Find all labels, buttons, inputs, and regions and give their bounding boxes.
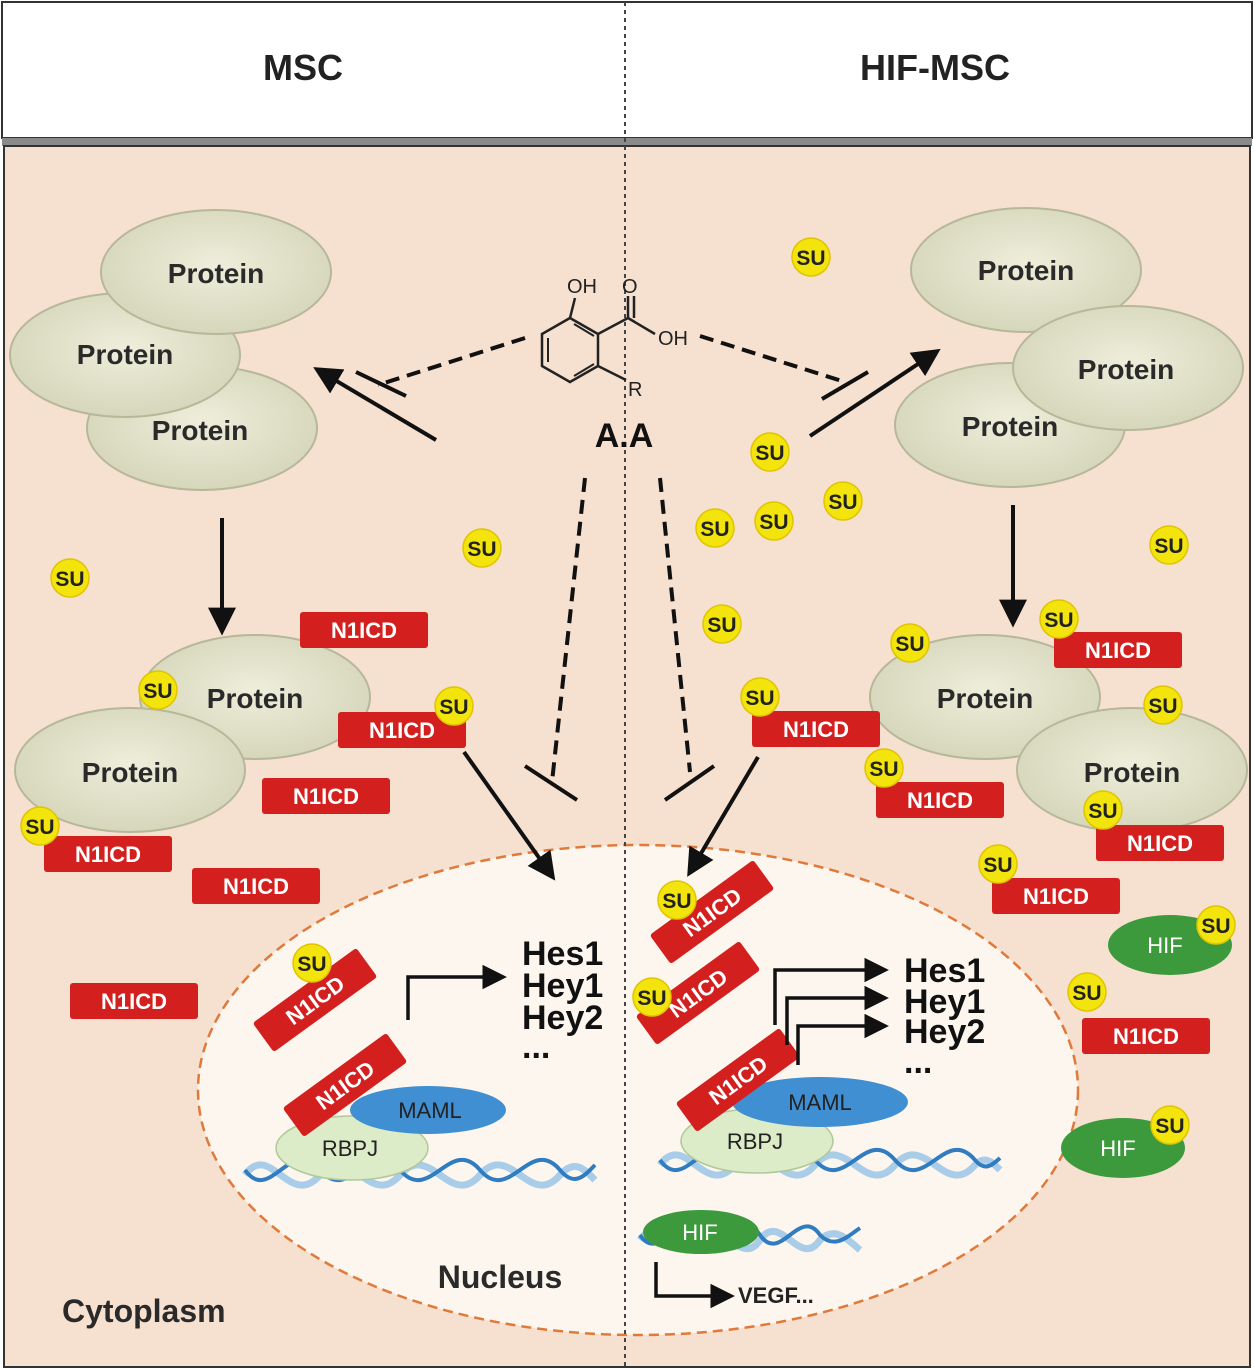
n1icd-label: N1ICD: [101, 989, 167, 1014]
su-label: SU: [637, 987, 666, 1010]
inhibition-bars: [355, 370, 870, 802]
n1icd-group: N1ICD N1ICD N1ICD N1ICD N1ICD N1ICD N1IC…: [44, 612, 1224, 1054]
su-label: SU: [143, 680, 172, 703]
left-protein-cluster-bottom: Protein Protein: [14, 634, 371, 833]
n1icd-label: N1ICD: [907, 788, 973, 813]
su-label: SU: [55, 568, 84, 591]
left-nucleus-contents: RBPJ MAML N1ICD N1ICD Hes1 Hey1 Hey2 ...: [242, 935, 603, 1189]
n1icd-label: N1ICD: [1127, 831, 1193, 856]
rbpj-label: RBPJ: [727, 1129, 783, 1154]
su-label: SU: [1155, 1115, 1184, 1138]
su-label: SU: [869, 758, 898, 781]
oh-label: OH: [567, 276, 597, 298]
gene-hey1: Hey1: [522, 967, 603, 1005]
protein-label: Protein: [1078, 354, 1174, 385]
n1icd-label: N1ICD: [293, 784, 359, 809]
o-label: O: [622, 276, 638, 298]
protein-label: Protein: [82, 757, 178, 788]
su-label: SU: [755, 442, 784, 465]
su-label: SU: [707, 614, 736, 637]
protein-label: Protein: [77, 339, 173, 370]
header-bar: [1, 1, 1253, 139]
su-label: SU: [759, 511, 788, 534]
su-label: SU: [983, 854, 1012, 877]
maml-label: MAML: [398, 1098, 462, 1123]
maml-label: MAML: [788, 1090, 852, 1115]
r-label: R: [628, 379, 642, 401]
gene-more: ...: [522, 1028, 550, 1066]
protein-label: Protein: [937, 683, 1033, 714]
gene-more: ...: [904, 1043, 932, 1081]
activation-arrows: [208, 348, 1027, 881]
su-layer: SU SU SU SU SU SU SU SU SU SU SU SU SU S…: [20, 237, 1236, 1145]
oh-label: OH: [658, 328, 688, 350]
protein-label: Protein: [168, 258, 264, 289]
su-label: SU: [796, 247, 825, 270]
protein-label: Protein: [152, 415, 248, 446]
su-label: SU: [700, 518, 729, 541]
cytoplasm-label: Cytoplasm: [62, 1293, 226, 1329]
nucleus: [196, 843, 1080, 1337]
n1icd-label: N1ICD: [1085, 638, 1151, 663]
su-label: SU: [828, 491, 857, 514]
su-label: SU: [1044, 609, 1073, 632]
su-label: SU: [662, 890, 691, 913]
gene-vegf: VEGF...: [738, 1283, 814, 1308]
anacardic-acid-structure: OH O OH R A.A: [540, 276, 688, 455]
gene-hey2: Hey2: [904, 1013, 985, 1051]
right-nucleus-contents: RBPJ MAML N1ICD N1ICD N1ICD HIF VEGF... …: [636, 861, 1003, 1309]
gene-hey1: Hey1: [904, 983, 985, 1021]
membrane-band: [2, 138, 1252, 146]
hif-label: HIF: [1100, 1136, 1135, 1161]
gene-hey2: Hey2: [522, 999, 603, 1037]
su-label: SU: [1088, 800, 1117, 823]
inhibition-lines: [377, 334, 846, 783]
rbpj-label: RBPJ: [322, 1136, 378, 1161]
maml: [732, 1077, 908, 1127]
n1icd-label: N1ICD: [331, 618, 397, 643]
left-protein-cluster-top: Protein Protein Protein: [9, 209, 332, 491]
header-msc-label: MSC: [263, 47, 343, 88]
n1icd-label: N1ICD: [223, 874, 289, 899]
n1icd-label: N1ICD: [783, 717, 849, 742]
su-label: SU: [1154, 535, 1183, 558]
su-label: SU: [895, 633, 924, 656]
hif-nuclear: [643, 1210, 759, 1254]
gene-hes1: Hes1: [522, 935, 603, 973]
su-label: SU: [467, 538, 496, 561]
aa-label: A.A: [595, 417, 654, 455]
nucleus-label: Nucleus: [438, 1259, 562, 1295]
gene-hes1: Hes1: [904, 952, 985, 990]
su-label: SU: [1201, 915, 1230, 938]
su-label: SU: [745, 687, 774, 710]
n1icd-label: N1ICD: [1113, 1024, 1179, 1049]
protein-label: Protein: [207, 683, 303, 714]
right-protein-cluster-top: Protein Protein Protein: [894, 207, 1244, 488]
hif-label: HIF: [1147, 933, 1182, 958]
su-label: SU: [1072, 982, 1101, 1005]
rbpj: [275, 1115, 429, 1181]
hif-label: HIF: [682, 1220, 717, 1245]
maml: [350, 1086, 506, 1134]
n1icd-label: N1ICD: [369, 718, 435, 743]
right-protein-cluster-bottom: Protein Protein: [869, 634, 1248, 833]
n1icd-label: N1ICD: [75, 842, 141, 867]
su-label: SU: [1148, 695, 1177, 718]
protein-label: Protein: [978, 255, 1074, 286]
protein-label: Protein: [1084, 757, 1180, 788]
protein-label: Protein: [962, 411, 1058, 442]
su-label: SU: [25, 816, 54, 839]
header-hif-msc-label: HIF-MSC: [860, 47, 1010, 88]
su-label: SU: [297, 953, 326, 976]
n1icd-label: N1ICD: [1023, 884, 1089, 909]
su-label: SU: [439, 696, 468, 719]
